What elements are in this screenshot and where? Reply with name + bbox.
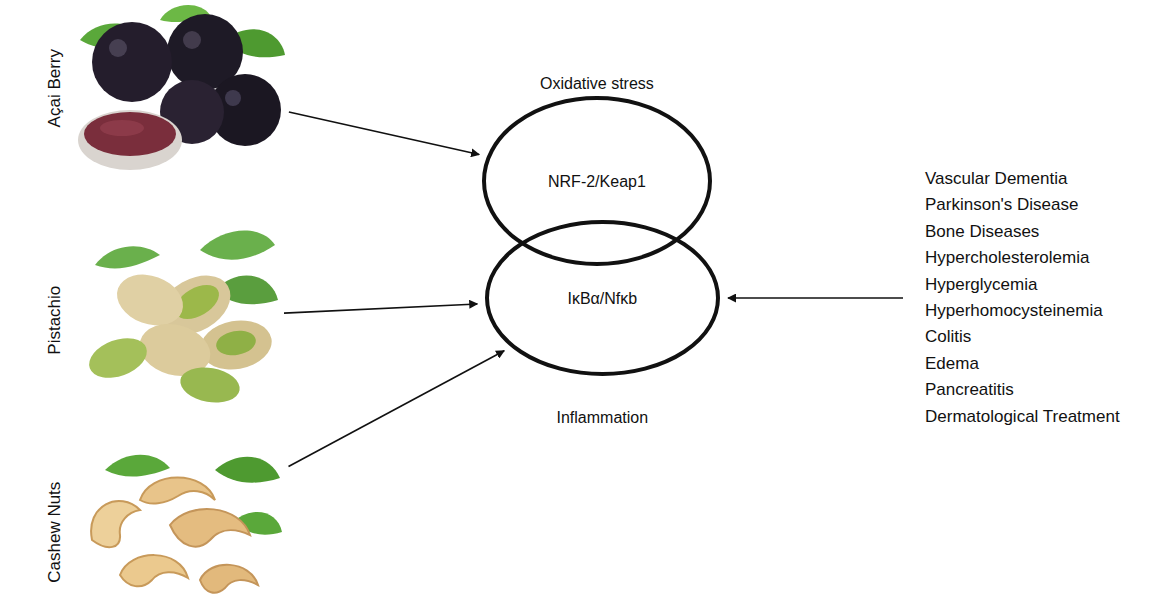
pistachio-kernel xyxy=(84,331,153,385)
food-source: Cashew Nuts xyxy=(80,450,285,597)
disease-name: Hyperglycemia xyxy=(925,272,1120,298)
disease-name: Pancreatitis xyxy=(925,377,1120,403)
leaf xyxy=(105,455,170,477)
cashew-illustration xyxy=(91,455,282,593)
disease-name: Dermatological Treatment xyxy=(925,404,1120,430)
food-label: Açai Berry xyxy=(45,49,65,127)
disease-name: Colitis xyxy=(925,324,1120,350)
food-source: Açai Berry xyxy=(75,0,285,175)
process-heading: Inflammation xyxy=(557,408,649,427)
leaf xyxy=(95,246,160,268)
arrow-connector xyxy=(289,351,505,467)
food-label: Pistachio xyxy=(45,286,65,355)
disease-name: Hyperhomocysteinemia xyxy=(925,298,1120,324)
ellipse-outline xyxy=(487,222,718,374)
pathway-name: IκBα/Nfκb xyxy=(568,289,638,308)
cashew-nut xyxy=(200,565,258,593)
cashew-nut xyxy=(170,509,250,547)
cashew-nut xyxy=(120,555,188,586)
pathway-name: NRF-2/Keap1 xyxy=(548,172,646,191)
pathway-ellipse: IκBα/NfκbInflammation xyxy=(485,220,720,376)
powder-highlight xyxy=(100,120,144,136)
arrow-connector xyxy=(728,297,903,299)
pistachio-kernel xyxy=(178,363,243,407)
berry-highlight xyxy=(183,31,201,49)
leaf xyxy=(215,457,280,483)
disease-name: Bone Diseases xyxy=(925,219,1120,245)
bowl xyxy=(78,110,182,170)
acai-illustration xyxy=(78,5,285,170)
acai-powder xyxy=(84,112,176,156)
disease-name: Vascular Dementia xyxy=(925,166,1120,192)
berry-highlight xyxy=(109,39,127,57)
pistachio-shell xyxy=(110,266,190,334)
acai-berry xyxy=(92,22,172,102)
cashew-nut xyxy=(91,501,140,547)
disease-name: Edema xyxy=(925,351,1120,377)
leaf xyxy=(200,231,275,260)
process-heading: Oxidative stress xyxy=(540,74,654,93)
arrow-connector xyxy=(289,112,479,155)
disease-name: Hypercholesterolemia xyxy=(925,245,1120,271)
berry-highlight xyxy=(225,90,241,106)
disease-list: Vascular DementiaParkinson's DiseaseBone… xyxy=(925,166,1120,430)
food-label: Cashew Nuts xyxy=(45,482,65,583)
pistachio-illustration xyxy=(84,231,278,407)
pistachio-kernel xyxy=(214,328,258,359)
food-source: Pistachio xyxy=(85,222,280,414)
pistachio-shell xyxy=(196,315,275,375)
arrow-connector xyxy=(284,304,477,313)
disease-name: Parkinson's Disease xyxy=(925,192,1120,218)
cashew-nut xyxy=(140,478,215,504)
